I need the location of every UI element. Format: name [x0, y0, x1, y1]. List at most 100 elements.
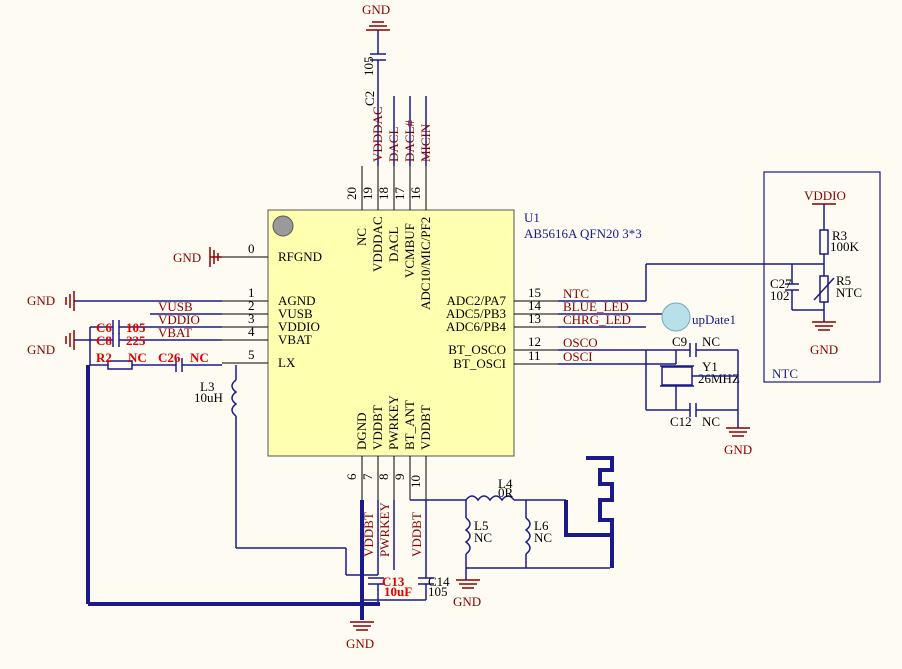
svg-text:BLUE_LED: BLUE_LED: [563, 299, 629, 314]
svg-text:19: 19: [360, 187, 375, 200]
svg-text:DACL#: DACL#: [402, 120, 417, 162]
svg-text:10uH: 10uH: [194, 390, 223, 405]
bottom-pins: 6 DGND 7 VDDBT 8 PWRKEY 9 BT_ANT 10 VDDB…: [344, 395, 433, 500]
svg-text:DACL: DACL: [386, 127, 401, 162]
antenna-network: L4 0R L5 NC L6 NC GND: [410, 456, 614, 609]
svg-text:GND: GND: [27, 293, 55, 308]
ntc-box: NTC VDDIO R3 100K R5 NTC C27 102 GND: [763, 171, 881, 383]
svg-text:C2: C2: [362, 91, 377, 106]
svg-text:upDate1: upDate1: [692, 312, 736, 327]
svg-text:VDDDAC: VDDDAC: [370, 106, 385, 162]
svg-text:GND: GND: [346, 636, 374, 651]
crystal-circuit: C9 NC Y1 26MHZ C12 NC GND: [640, 334, 752, 457]
svg-text:DGND: DGND: [354, 412, 369, 450]
svg-text:26MHZ: 26MHZ: [698, 371, 740, 386]
svg-text:Y1: Y1: [702, 359, 718, 374]
svg-text:12: 12: [528, 334, 541, 349]
svg-text:DACL: DACL: [386, 227, 401, 262]
svg-text:C6: C6: [96, 320, 112, 335]
svg-text:1: 1: [248, 285, 255, 300]
svg-text:2: 2: [248, 298, 255, 313]
top-nets: VDDDAC DACL DACL# MICIN C2 105 GND: [361, 2, 433, 166]
svg-text:PWRKEY: PWRKEY: [386, 395, 401, 451]
svg-text:105: 105: [361, 57, 376, 77]
svg-text:NC: NC: [354, 228, 369, 246]
svg-text:ADC2/PA7: ADC2/PA7: [447, 293, 507, 308]
bottom-nets: VDDBT PWRKEY VDDBT C13 10uF C14 105 GND: [346, 500, 450, 651]
right-nets: NTC BLUE_LED CHRG_LED OSCO OSCI: [558, 263, 824, 410]
svg-text:13: 13: [528, 311, 541, 326]
ic-designator: U1: [524, 210, 540, 225]
svg-text:C14: C14: [428, 574, 450, 589]
svg-text:L4: L4: [498, 476, 513, 491]
svg-text:102: 102: [770, 288, 790, 303]
svg-text:OSCO: OSCO: [563, 335, 598, 350]
svg-text:VDDBT: VDDBT: [370, 405, 385, 450]
svg-text:MICIN: MICIN: [418, 123, 433, 162]
svg-text:C26: C26: [158, 350, 181, 365]
svg-text:LX: LX: [278, 355, 296, 370]
svg-text:L3: L3: [200, 379, 214, 394]
svg-text:C27: C27: [770, 276, 792, 291]
svg-text:VBAT: VBAT: [278, 332, 312, 347]
svg-text:16: 16: [408, 187, 423, 201]
svg-text:RFGND: RFGND: [278, 249, 322, 264]
svg-text:VDDBT: VDDBT: [409, 512, 424, 557]
ic-body: [267, 209, 515, 457]
svg-text:NC: NC: [702, 334, 720, 349]
svg-text:10uF: 10uF: [384, 584, 412, 599]
svg-text:NTC: NTC: [836, 285, 862, 300]
svg-text:BT_OSCO: BT_OSCO: [448, 342, 506, 357]
svg-text:GND: GND: [453, 594, 481, 609]
svg-text:L6: L6: [534, 518, 549, 533]
svg-text:0: 0: [248, 241, 255, 256]
svg-text:100K: 100K: [830, 239, 860, 254]
svg-text:NTC: NTC: [563, 286, 589, 301]
svg-text:11: 11: [528, 348, 541, 363]
svg-text:R3: R3: [832, 228, 847, 243]
svg-text:GND: GND: [27, 342, 55, 357]
svg-text:NTC: NTC: [772, 366, 798, 381]
svg-text:R2: R2: [96, 350, 112, 365]
svg-text:225: 225: [126, 333, 146, 348]
svg-text:17: 17: [392, 187, 407, 201]
svg-text:C12: C12: [670, 414, 692, 429]
pin1-marker: [272, 215, 294, 237]
svg-text:NC: NC: [702, 414, 720, 429]
svg-text:R5: R5: [836, 273, 851, 288]
svg-text:GND: GND: [810, 342, 838, 357]
svg-text:7: 7: [360, 473, 375, 480]
svg-text:GND: GND: [362, 2, 390, 17]
svg-text:NC: NC: [190, 350, 209, 365]
svg-text:15: 15: [528, 285, 541, 300]
svg-text:5: 5: [248, 347, 255, 362]
svg-text:C9: C9: [672, 334, 687, 349]
top-pins: 20 NC 19 VDDDAC 18 DACL 17 VCMBUF 16 ADC…: [344, 166, 433, 310]
svg-text:NC: NC: [474, 530, 492, 545]
svg-text:AGND: AGND: [278, 293, 316, 308]
svg-text:ADC6/PB4: ADC6/PB4: [446, 319, 506, 334]
svg-text:VDDBT: VDDBT: [418, 405, 433, 450]
right-pins: 15 ADC2/PA7 14 ADC5/PB3 13 ADC6/PB4 12 B…: [446, 285, 558, 371]
left-pins: 0 RFGND 1 AGND 2 VUSB 3 VDDIO 4 VBAT 5 L…: [222, 241, 322, 370]
svg-text:ADC10/MIC/PF2: ADC10/MIC/PF2: [418, 217, 433, 310]
svg-text:GND: GND: [173, 250, 201, 265]
svg-text:VDDIO: VDDIO: [278, 319, 320, 334]
svg-text:9: 9: [392, 474, 407, 481]
svg-text:NC: NC: [534, 530, 552, 545]
svg-text:VUSB: VUSB: [158, 299, 193, 314]
svg-text:105: 105: [126, 320, 146, 335]
svg-text:VDDIO: VDDIO: [158, 312, 200, 327]
svg-text:CHRG_LED: CHRG_LED: [563, 312, 631, 327]
svg-text:BT_ANT: BT_ANT: [402, 400, 417, 450]
svg-text:ADC5/PB3: ADC5/PB3: [446, 306, 506, 321]
svg-text:VDDDAC: VDDDAC: [370, 216, 385, 272]
svg-text:L5: L5: [474, 518, 488, 533]
svg-text:NC: NC: [128, 350, 147, 365]
svg-text:VDDBT: VDDBT: [361, 512, 376, 557]
svg-text:14: 14: [528, 298, 542, 313]
svg-text:4: 4: [248, 324, 255, 339]
svg-text:10: 10: [408, 475, 423, 488]
svg-text:18: 18: [376, 187, 391, 200]
